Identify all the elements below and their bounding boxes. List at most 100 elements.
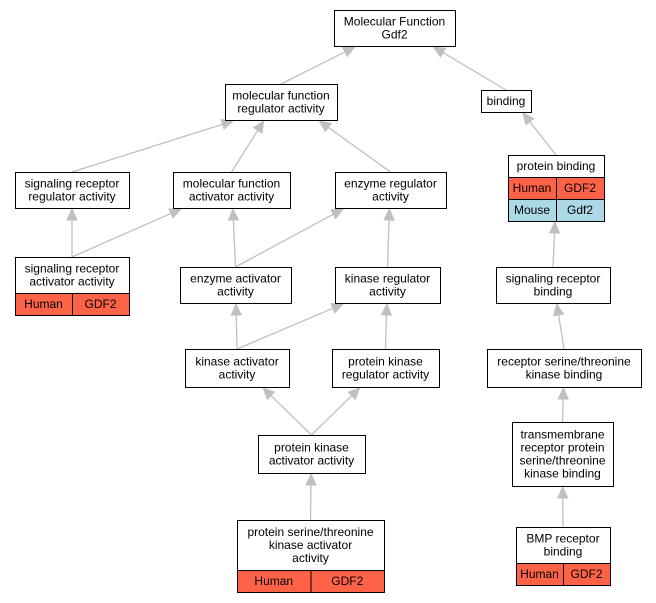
species-label: Mouse [514, 203, 550, 217]
edge-line [557, 314, 565, 350]
edge-arrowhead [557, 386, 569, 400]
edge-arrowhead [305, 472, 317, 486]
edge-mf-activator-to-mf-regulator [230, 119, 265, 173]
edge-kinase-regulator-to-enzyme-regulator [383, 207, 395, 268]
node-label-line: kinase activator [195, 355, 278, 369]
node-label-line: Molecular Function [344, 15, 445, 29]
node-label-line: protein binding [517, 159, 596, 173]
gene-cell [72, 293, 130, 316]
edge-arrowhead [341, 46, 356, 58]
node-box [180, 267, 292, 304]
edge-kinase-activator-to-kinase-regulator [236, 303, 345, 350]
edge-enzyme-activator-to-mf-activator [227, 207, 240, 268]
species-label: Human [513, 181, 552, 195]
edge-line [71, 212, 172, 258]
edge-arrowhead [227, 207, 240, 221]
node-label-line: kinase binding [524, 467, 601, 481]
gene-label: GDF2 [564, 181, 596, 195]
gene-cell [556, 199, 605, 222]
node-label-line: binding [534, 285, 573, 299]
edge-line [270, 395, 312, 436]
edge-protein-kinase-regulator-to-kinase-regulator [380, 302, 393, 350]
edge-line [236, 307, 334, 350]
edge-line [384, 314, 388, 350]
edge-arrowhead [383, 207, 395, 221]
edge-line [386, 219, 390, 268]
edge-bmp-receptor-binding-to-transmembrane-receptor [556, 485, 569, 528]
node-label-line: activator activity [269, 454, 354, 468]
edge-line [232, 219, 237, 268]
species-label: Human [24, 297, 63, 311]
edge-line [552, 232, 556, 268]
node-label-line: activity [292, 551, 329, 565]
edge-arrowhead [432, 46, 447, 58]
edge-arrowhead [380, 302, 393, 316]
node-box [512, 422, 614, 487]
node-label-line: molecular function [232, 89, 329, 103]
go-node-binding[interactable]: binding [481, 90, 532, 113]
edge-arrowhead [548, 220, 561, 234]
node-label-line: kinase activator [269, 538, 352, 552]
edges-layer [66, 46, 569, 528]
node-box [487, 349, 642, 388]
node-box [225, 84, 338, 121]
node-label-line: regulator activity [237, 102, 324, 116]
species-row-human: Human GDF2 [508, 177, 605, 200]
node-label-line: binding [544, 545, 583, 559]
node-box [15, 172, 130, 209]
edge-line [230, 129, 259, 173]
edge-line [529, 121, 557, 156]
edge-line [561, 398, 564, 423]
edge-line [235, 314, 238, 350]
gene-label: GDF2 [331, 574, 363, 588]
node-label-line: Gdf2 [381, 28, 407, 42]
edge-mf-regulator-to-molecular-function [280, 46, 356, 85]
edge-enzyme-activator-to-enzyme-regulator [235, 208, 345, 268]
edge-signaling-receptor-activator-to-signaling-receptor-regulator [66, 207, 78, 257]
node-box [516, 527, 611, 564]
node-label-line: enzyme activator [190, 272, 281, 286]
node-box [185, 349, 290, 388]
edge-protein-ser-thr-kinase-activator-to-protein-kinase-activator [305, 472, 317, 521]
node-label-line: activity [219, 368, 256, 382]
node-box [237, 520, 385, 571]
node-label-line: signaling receptor [25, 177, 120, 191]
gene-cell [563, 563, 611, 586]
edge-arrowhead [552, 302, 565, 317]
edge-protein-kinase-activator-to-protein-kinase-regulator [311, 387, 361, 436]
node-label-line: BMP receptor [526, 532, 599, 546]
node-box [332, 349, 440, 388]
node-label-line: activator activity [189, 190, 274, 204]
node-box [335, 172, 447, 209]
node-label-line: serine/threonine [519, 454, 605, 468]
edge-line [280, 51, 346, 85]
node-label-line: activity [372, 190, 409, 204]
node-label-line: kinase binding [526, 368, 603, 382]
node-label-line: regulator activity [342, 368, 429, 382]
edge-receptor-ser-thr-kinase-binding-to-signaling-receptor-binding [552, 302, 565, 350]
species-label: Human [520, 567, 559, 581]
edge-arrowhead [318, 120, 333, 133]
node-label-line: binding [487, 94, 526, 108]
node-label-line: activity [369, 285, 406, 299]
